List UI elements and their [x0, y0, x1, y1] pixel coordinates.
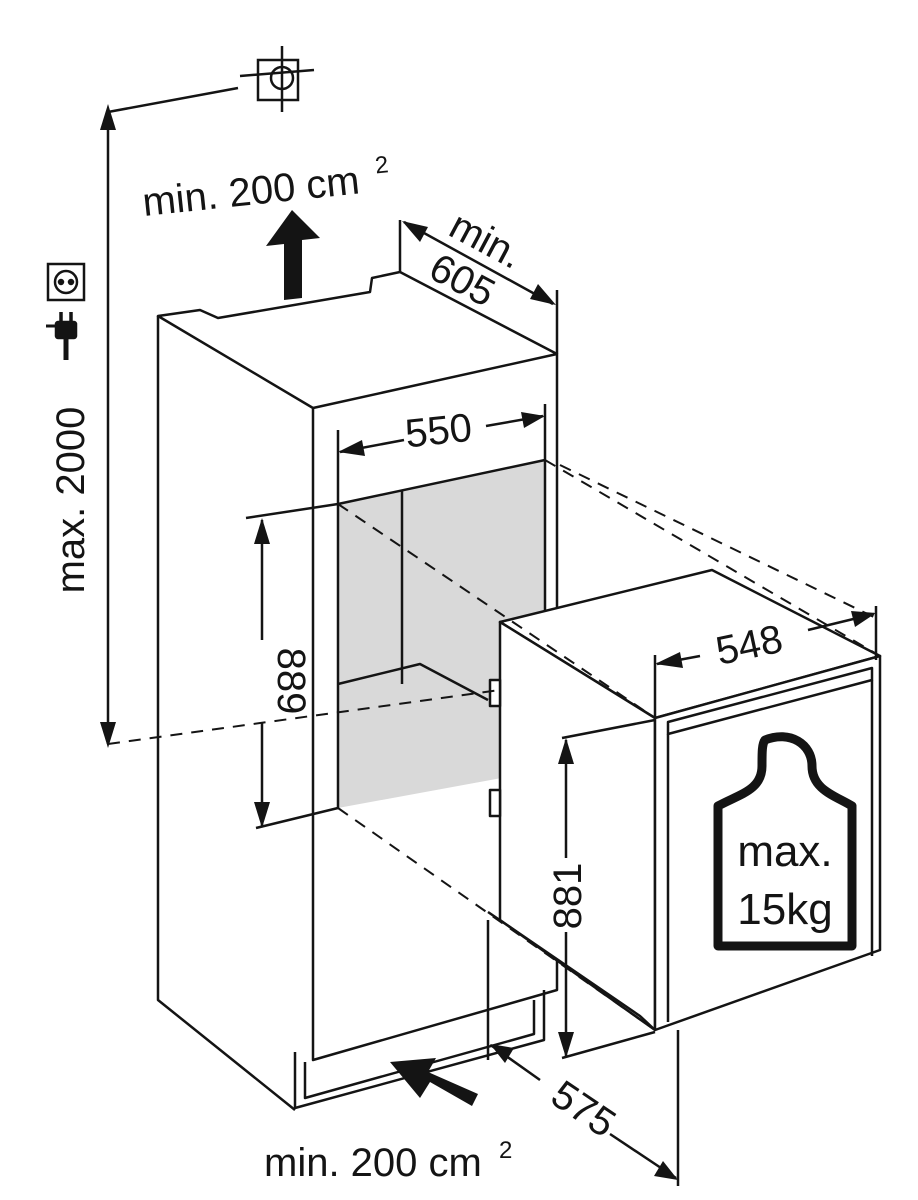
- weight-line2: 15kg: [737, 885, 832, 934]
- appliance-door: [653, 654, 882, 1032]
- opening-height-label: 889: [269, 648, 313, 715]
- airflow-arrow-icon: [266, 210, 320, 300]
- weight-line1: max.: [737, 827, 832, 876]
- airflow-arrow-icon: [390, 1058, 478, 1106]
- projection-lines: [107, 459, 881, 1031]
- ventilation-bottom-label: min. 200 cm 2: [264, 1137, 512, 1185]
- niche-recess: [338, 460, 545, 808]
- weight-icon: max. 15kg: [713, 732, 857, 951]
- earth-ground-icon: [239, 46, 315, 112]
- arrowheads: [100, 104, 876, 1180]
- appliance-height-label: 881: [546, 863, 590, 930]
- ventilation-top-label: min. 200 cm 2: [140, 151, 392, 225]
- niche-width-label: 550: [403, 406, 474, 457]
- max-height-label: max. 2000: [49, 407, 93, 594]
- plug-icon: [46, 312, 78, 360]
- socket-icon: [46, 262, 86, 302]
- cabinet-outline: [156, 270, 559, 1062]
